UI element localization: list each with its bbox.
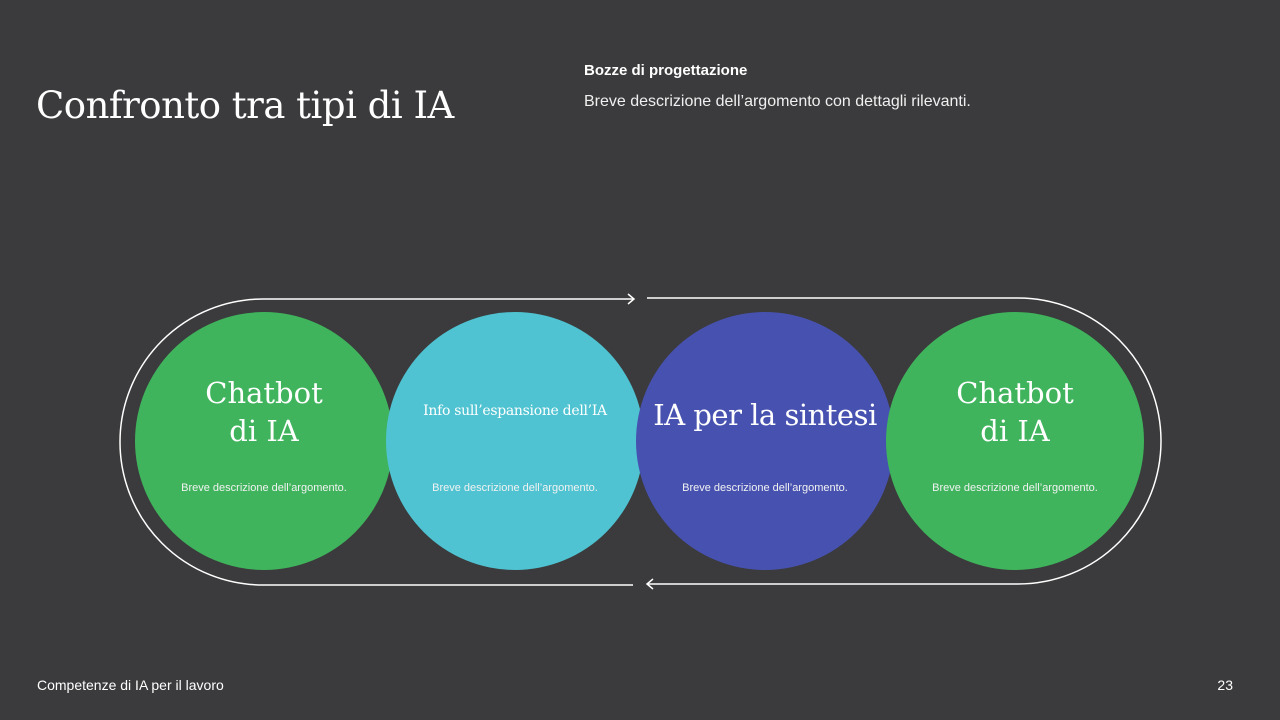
slide-description: Breve descrizione dell’argomento con det… bbox=[584, 93, 971, 110]
page-number: 23 bbox=[1217, 677, 1233, 693]
slide-title: Confronto tra tipi di IA bbox=[36, 84, 454, 127]
subheading: Bozze di progettazione bbox=[584, 62, 748, 79]
circle-chatbot-2: Chatbot di IA Breve descrizione dell’arg… bbox=[886, 312, 1144, 570]
circle-description: Breve descrizione dell’argomento. bbox=[682, 482, 848, 494]
arrow-right-icon bbox=[627, 293, 636, 305]
circle-info-espansione: Info sull’espansione dell’IA Breve descr… bbox=[386, 312, 644, 570]
circle-title: Chatbot di IA bbox=[205, 376, 323, 448]
circle-title: Chatbot di IA bbox=[956, 376, 1074, 448]
circle-title: IA per la sintesi bbox=[653, 398, 877, 432]
track-right-loop bbox=[647, 297, 1162, 585]
arrow-left-icon bbox=[645, 578, 654, 590]
circle-description: Breve descrizione dell’argomento. bbox=[432, 482, 598, 494]
circle-description: Breve descrizione dell’argomento. bbox=[932, 482, 1098, 494]
footer-presentation-title: Competenze di IA per il lavoro bbox=[37, 677, 224, 693]
circle-ia-sintesi: IA per la sintesi Breve descrizione dell… bbox=[636, 312, 894, 570]
circle-chatbot-1: Chatbot di IA Breve descrizione dell’arg… bbox=[135, 312, 393, 570]
circle-title: Info sull’espansione dell’IA bbox=[423, 403, 607, 419]
track-left-loop bbox=[119, 298, 633, 586]
circle-description: Breve descrizione dell’argomento. bbox=[181, 482, 347, 494]
